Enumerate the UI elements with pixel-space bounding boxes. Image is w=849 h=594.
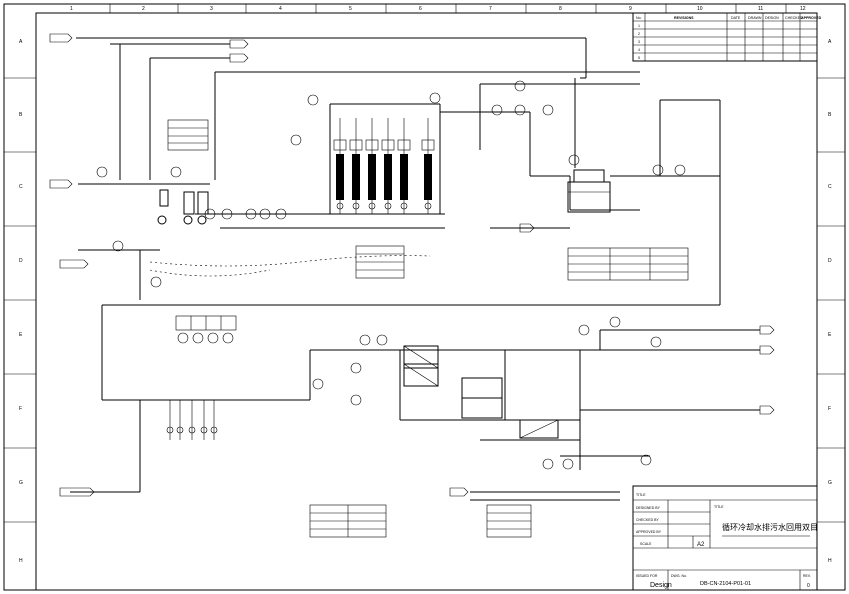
drawing-number: DB-CN-2104-P01-01 [700,581,751,587]
col-label: 2 [142,6,145,12]
lower-pump-bank [166,315,237,440]
col-label: 5 [349,6,352,12]
signal-lines [149,255,431,277]
row-label: A [828,39,832,45]
dwg-no-label: DWG. No. [671,574,687,578]
designed-by-label: DESIGNED BY [636,506,661,510]
col-label: 8 [559,6,562,12]
lower-system-piping [70,305,760,501]
upper-system-piping [76,37,721,305]
rev-row-number: 2 [638,32,640,36]
lower-instruments [312,316,662,470]
rev-row-number: 1 [638,24,640,28]
row-label: H [19,558,23,564]
row-letters-right: A B C D E F G H [828,39,832,564]
rev-header: APPROVED [801,16,822,20]
row-label: D [828,258,832,264]
title-block: TITLE TITLE 循环冷却水排污水回用双目 DESIGNED BY CHE… [632,485,818,591]
issued-for-value: Design [650,582,672,589]
revisions-table: No. REVISIONS DATE DRAWN DESIGN CHECKED … [632,12,822,62]
col-label: 3 [210,6,213,12]
row-label: A [19,39,23,45]
title-label: TITLE [714,505,724,509]
row-label: F [828,406,831,412]
storage-tank [567,169,611,213]
rev-header: DESIGN [765,16,779,20]
row-letters-left: A B C D E F G H [19,39,23,564]
row-label: E [19,332,23,338]
upper-instruments [96,80,686,288]
title-label: TITLE [636,493,646,497]
row-ticks [4,77,845,523]
scale-label: SCALE [640,542,652,546]
sheet-size: A2 [697,542,705,548]
checked-by-label: CHECKED BY [636,518,659,522]
row-label: D [19,258,23,264]
rev-header: CHECKED [785,16,803,20]
rev-label: REV. [803,574,811,578]
rev-row-number: 4 [638,48,640,52]
feed-pumps [157,189,209,225]
col-label: 6 [419,6,422,12]
membrane-vessels [333,118,435,214]
col-label: 4 [279,6,282,12]
row-label: E [828,332,832,338]
row-label: C [828,184,832,190]
rev-header: DATE [731,16,741,20]
row-label: B [828,112,832,118]
rev-header: No. [636,16,642,20]
col-label: 1 [70,6,73,12]
rev-row-number: 5 [638,56,640,60]
row-label: G [19,480,23,486]
drawing-title: 循环冷却水排污水回用双目 [722,522,818,532]
outlet-arrows [49,33,775,497]
col-label: 7 [489,6,492,12]
outer-border [3,3,846,591]
col-label: 12 [800,6,806,12]
rev-row-number: 3 [638,40,640,44]
row-label: C [19,184,23,190]
col-label: 9 [629,6,632,12]
revision-number: 0 [807,583,810,589]
row-label: B [19,112,23,118]
issued-for-label: ISSUED FOR [636,574,658,578]
row-label: G [828,480,832,486]
col-label: 10 [697,6,703,12]
upper-data-tables [167,119,689,281]
rev-header: REVISIONS [674,16,694,20]
lower-data-tables [309,504,532,538]
lower-equipment [403,345,559,439]
col-label: 11 [758,6,763,12]
row-label: H [828,558,832,564]
column-numbers: 1 2 3 4 5 6 7 8 9 10 11 12 [70,6,806,12]
approved-by-label: APPROVED BY [636,530,662,534]
row-label: F [19,406,22,412]
rev-header: DRAWN [748,16,762,20]
